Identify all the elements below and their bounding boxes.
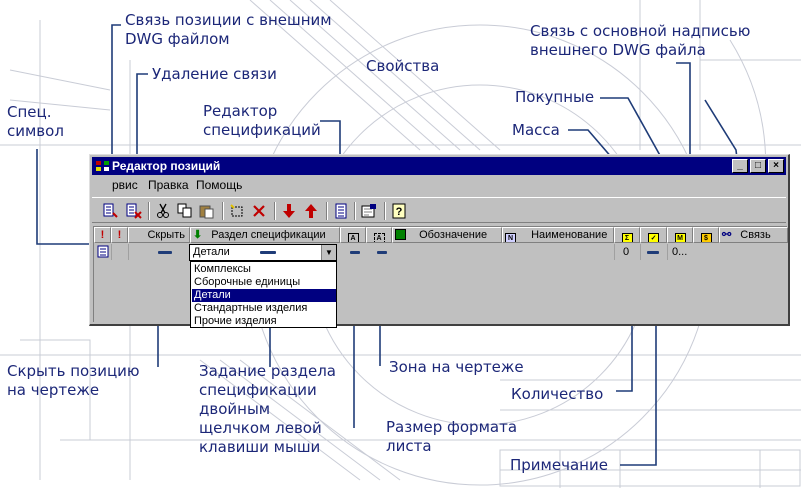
menu-bar: рвис Правка Помощь [92,176,786,195]
move-up-icon[interactable] [302,202,320,220]
note-marker [647,251,659,254]
section-select-value: Детали [193,246,230,258]
properties-icon[interactable] [360,202,378,220]
paste-icon[interactable] [198,202,216,220]
column-format[interactable]: A [340,227,366,243]
callout-sheet-size: Размер формата листа [386,418,518,455]
zone-marker [377,251,387,254]
callout-spec-symbol: Спец. символ [7,103,64,140]
cut-icon[interactable] [154,202,172,220]
quantity-value: 0 [623,246,630,258]
dropdown-option[interactable]: Прочие изделия [194,315,277,327]
cell-divider [667,244,668,260]
help-icon[interactable]: ? [390,202,408,220]
column-mass[interactable]: M [667,227,693,243]
title-bar[interactable]: Редактор позиций _ □ × [92,157,786,175]
name-icon: N [505,233,516,242]
menu-edit[interactable]: Правка [148,178,189,192]
quantity-icon: Σ [621,233,633,242]
column-name-header[interactable]: N Наименование [502,227,614,243]
callout-link-title-block: Связь с основной надписью внешнего DWG ф… [530,22,751,59]
callout-zone: Зона на чертеже [389,358,524,376]
link-dwg-icon[interactable] [102,202,120,220]
format-marker [350,251,360,254]
toolbar-separator [326,202,328,220]
positions-grid: ! ! Скрыть ⬇ Раздел спецификации A A Обо… [93,226,788,328]
designation-icon [395,229,406,240]
maximize-button[interactable]: □ [750,159,766,173]
link-icon: ⚯ [722,229,732,241]
toolbar-separator [148,202,150,220]
dropdown-option[interactable]: Стандартные изделия [194,302,308,314]
copy-icon[interactable] [176,202,194,220]
column-quantity[interactable]: Σ [614,227,640,243]
toolbar-separator [274,202,276,220]
toolbar-separator [384,202,386,220]
callout-link-dwg: Связь позиции с внешним DWG файлом [125,11,332,48]
callout-mass: Масса [512,121,560,139]
spec-editor-icon[interactable] [332,202,350,220]
position-editor-window: Редактор позиций _ □ × рвис Правка Помощ… [89,154,790,328]
close-button[interactable]: × [768,159,784,173]
purchased-icon: $ [700,233,712,242]
column-spec-symbol[interactable]: ! [94,227,111,243]
note-icon: ✓ [648,233,659,242]
callout-properties: Свойства [366,57,440,75]
window-title: Редактор позиций [112,159,221,173]
chevron-down-icon[interactable]: ▼ [321,245,336,260]
menu-help[interactable]: Помощь [196,178,243,192]
new-icon[interactable] [228,202,246,220]
callout-purchased: Покупные [515,88,595,106]
section-marker [260,251,276,254]
column-section-label: Раздел спецификации [211,229,326,241]
dropdown-option-selected[interactable]: Детали [192,289,336,302]
column-section-header[interactable]: ⬇ Раздел спецификации [190,227,340,243]
column-name-label: Наименование [531,229,608,241]
column-zone[interactable]: A [366,227,392,243]
column-link-header[interactable]: ⚯ Связь [719,227,788,243]
column-note[interactable]: ✓ [640,227,667,243]
hide-marker [158,251,172,254]
callout-set-section: Задание раздела спецификации двойным щел… [199,362,336,456]
cell-divider [614,244,615,260]
cell-divider [111,244,112,260]
section-icon: ⬇ [193,229,203,241]
callout-note: Примечание [510,456,608,474]
column-purchased[interactable]: $ [693,227,719,243]
callout-remove-link: Удаление связи [152,65,277,83]
column-hide[interactable]: Скрыть [128,227,190,243]
toolbar: ? [92,197,786,223]
remove-link-icon[interactable] [125,202,143,220]
cell-divider [128,244,129,260]
move-down-icon[interactable] [280,202,298,220]
toolbar-separator [354,202,356,220]
spec-symbol-icon[interactable] [97,245,109,258]
column-link-label: Связь [740,229,771,241]
menu-service[interactable]: рвис [112,178,138,192]
cell-divider [640,244,641,260]
callout-quantity: Количество [511,385,604,403]
callout-spec-editor: Редактор спецификаций [203,102,321,139]
delete-icon[interactable] [250,202,268,220]
column-designation-label: Обозначение [419,229,488,241]
mass-icon: M [674,233,686,242]
svg-text:?: ? [396,206,403,218]
zone-icon: A [373,233,385,242]
minimize-button[interactable]: _ [732,159,748,173]
column-exclamation[interactable]: ! [111,227,128,243]
format-icon: A [347,233,359,242]
column-designation-header[interactable]: Обозначение [392,227,502,243]
toolbar-separator [222,202,224,220]
app-icon [96,161,109,171]
section-dropdown: Комплексы Сборочные единицы Детали Станд… [190,261,337,328]
dropdown-option[interactable]: Сборочные единицы [194,276,301,288]
mass-value: 0... [672,246,688,258]
callout-hide-position: Скрыть позицию на чертеже [7,362,140,399]
dropdown-option[interactable]: Комплексы [194,263,251,275]
